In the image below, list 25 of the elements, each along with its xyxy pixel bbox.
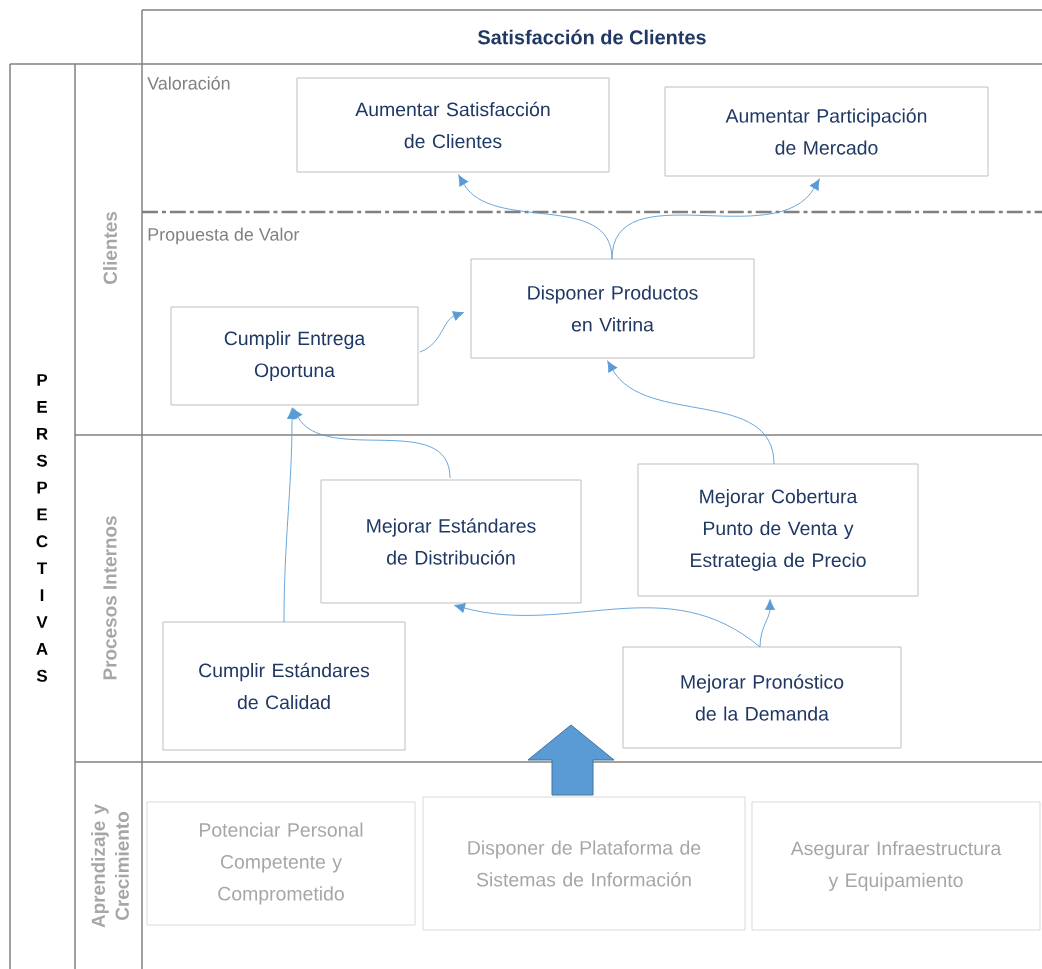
row-heading: Procesos Internos [103,516,117,680]
arrow [759,599,776,648]
arrow [292,407,451,479]
arrow [611,178,820,260]
objective-box: Mejorar Pronóstico de la Demanda [622,646,902,749]
row-heading: Clientes [103,211,117,285]
objective-box: Aumentar Participación de Mercado [664,86,989,177]
arrow [283,408,298,623]
objective-box: Asegurar Infraestructura y Equipamiento [751,801,1041,931]
objective-box: Cumplir Entrega Oportuna [170,306,419,406]
arrow [454,603,761,648]
heading: Satisfacción de Clientes [477,29,706,45]
objective-box: Disponer de Plataforma de Sistemas de Información [422,796,746,931]
objective-box: Mejorar Estándares de Distribución [320,479,582,604]
section-label: Propuesta de Valor [148,227,300,245]
objective-box: Mejorar Cobertura Punto de Venta y Estrategia de Precio [637,463,919,597]
objective-box: Cumplir Estándares de Calidad [162,621,406,751]
objective-box: Aumentar Satisfacción de Clientes [296,77,610,173]
arrow [607,360,775,465]
objective-box: Disponer Productos en Vitrina [470,258,755,359]
arrow [419,311,464,353]
objective-box: Potenciar Personal Competente y Comprometido [146,801,416,926]
row-heading: Aprendizaje y Crecimiento [91,804,129,928]
vertical-heading: PERSPECTIVAS [36,374,48,682]
section-label: Valoración [147,76,230,90]
